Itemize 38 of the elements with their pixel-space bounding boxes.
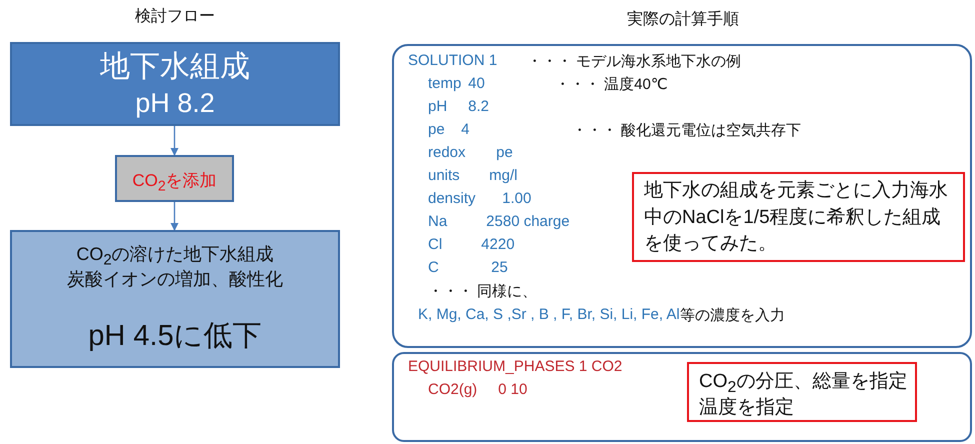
ph-value: pH 4.5に低下 <box>87 319 263 354</box>
code-line: density 1.00 <box>428 190 532 207</box>
code-line: SOLUTION 1 <box>408 52 498 69</box>
code-panel <box>392 44 972 348</box>
process-box <box>115 155 234 202</box>
column-heading: 実際の計算手順 <box>627 10 739 30</box>
code-line: pH 8.2 <box>428 98 490 115</box>
step-label: CO$_{2}$を添加 <box>131 170 218 194</box>
column-heading: 検討フロー <box>135 6 215 27</box>
heading-text: 地下水組成 <box>99 49 251 85</box>
code-line: EQUILIBRIUM_PHASES 1 CO2 <box>408 358 622 375</box>
code-line: Na 2580 charge <box>428 213 570 230</box>
note-text: ・・・ 酸化還元電位は空気共存下 <box>572 121 802 140</box>
code-line: K, Mg, Ca, S ,Sr , B , F, Br, Si, Li, Fe, Al <box>418 306 680 323</box>
code-line: temp 40 <box>428 75 485 92</box>
note-text: CO$_{2}$の分圧、総量を指定 <box>699 370 908 397</box>
code-line: C 25 <box>428 259 508 276</box>
code-line: Cl 4220 <box>428 236 515 253</box>
note-text: ・・・ 温度40℃ <box>555 75 668 94</box>
result-text: 炭酸イオンの増加、酸性化 <box>66 268 284 291</box>
note-text: ・・・ モデル海水系地下水の例 <box>527 52 742 71</box>
code-line: units mg/l <box>428 167 518 184</box>
arrow <box>170 126 178 156</box>
code-line: pe 4 <box>428 121 470 138</box>
note-text: ・・・ 同様に、 <box>428 282 538 301</box>
code-line: CO2(g) 0 10 <box>428 381 528 398</box>
note-box <box>687 362 917 422</box>
code-line: redox pe <box>428 144 513 161</box>
note-text: 地下水の組成を元素ごとに入力海水中のNaClを1/5程度に希釈した組成を使ってみた。 <box>644 179 949 256</box>
note-text: 等の濃度を入力 <box>680 306 785 325</box>
arrow <box>170 202 178 231</box>
code-panel <box>392 352 972 442</box>
note-text: 温度を指定 <box>699 396 794 420</box>
result-text: CO$_{2}$の溶けた地下水組成 <box>75 243 275 269</box>
note-box <box>632 172 965 262</box>
ph-value: pH 8.2 <box>134 88 216 119</box>
process-box <box>10 230 340 368</box>
process-box <box>10 42 340 126</box>
